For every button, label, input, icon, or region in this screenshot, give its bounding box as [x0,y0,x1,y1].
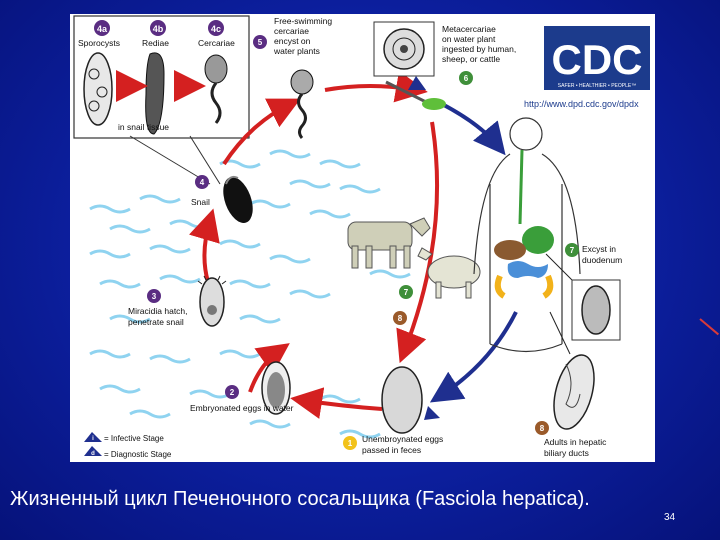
stage-4-label: Snail [191,197,210,207]
stage-7-badge-text: 7 [570,246,575,255]
arrow-human-to-feces [440,312,516,396]
stage-4-badge-text: 4 [200,178,205,187]
stage-7-label-line: Excyst in [582,244,616,254]
free-swimming-cercaria-image [291,70,313,138]
cdc-logo: CDC SAFER • HEALTHIER • PEOPLE™ [544,26,650,90]
stage-4c-label: Cercariae [198,38,235,48]
stage-2-badge-text: 2 [230,388,235,397]
water-plant-leaf [422,98,446,110]
stage-7-label-line: duodenum [582,255,622,265]
host-stage-8-badge-text: 8 [398,314,403,323]
slide-caption: Жизненный цикл Печеночного сосальщика (F… [10,488,710,511]
stage-5-label-line: encyst on [274,36,311,46]
legend-diagnostic-symbol-text: d [91,451,95,457]
stage-3-label: Miracidia hatch, penetrate snail [128,306,190,327]
snail-tissue-inset: 4a Sporocysts 4b Rediae 4c Cercariae in … [74,16,249,184]
stage-3-label-line: Miracidia hatch, [128,306,188,316]
snail-image [218,173,259,227]
stage-2-label: Embryonated eggs in water [190,403,294,413]
in-snail-tissue-label: in snail tissue [118,122,169,132]
water-waves [90,151,410,437]
cattle-image [348,218,430,268]
stage-8-badge-text: 8 [540,424,545,433]
life-cycle-figure: 4a Sporocysts 4b Rediae 4c Cercariae in … [70,14,655,462]
stage-5-badge-text: 5 [258,38,263,47]
cdc-url: http://www.dpd.cdc.gov/dpdx [524,99,639,109]
stage-5-label: Free-swimming cercariae encyst on water … [273,16,334,56]
host-stage-7-badge-text: 7 [404,288,409,297]
legend: i = Infective Stage d = Diagnostic Stage [84,432,172,459]
legend-diagnostic-label: = Diagnostic Stage [104,450,172,459]
unembryonated-egg-image [382,367,422,433]
miracidium-image [198,276,226,326]
stage-8-label-line: Adults in hepatic [544,437,607,447]
stage-6-label-line: on water plant [442,34,496,44]
stage-4b-label: Rediae [142,38,169,48]
diagnostic-stage-marker [424,406,440,420]
metacercaria-image [374,22,434,76]
cdc-tagline: SAFER • HEALTHIER • PEOPLE™ [558,83,636,89]
stage-5-label-line: cercariae [274,26,309,36]
adult-fluke-image [547,351,601,434]
stage-8-label-line: biliary ducts [544,448,589,458]
stage-3-badge-text: 3 [152,292,157,301]
cercaria-image [205,55,227,83]
stage-4a-badge-text: 4a [97,24,108,34]
cdc-logo-text: CDC [552,36,643,83]
stage-6-badge-text: 6 [464,74,469,83]
stage-5-label-line: water plants [273,46,320,56]
slide-number: 34 [664,512,675,523]
arrow-3-to-4 [204,220,210,282]
life-cycle-diagram: 4a Sporocysts 4b Rediae 4c Cercariae in … [70,14,655,462]
digestive-organs [494,150,554,296]
arrow-ingestion [442,104,498,146]
legend-infective-label: = Infective Stage [104,434,164,443]
stage-3-label-line: penetrate snail [128,317,184,327]
stage-4c-badge-text: 4c [211,24,221,34]
stage-6-label-line: sheep, or cattle [442,54,500,64]
stage-5-label-line: Free-swimming [274,16,332,26]
stage-4a-label: Sporocysts [78,38,120,48]
stage-1-label-line: passed in feces [362,445,421,455]
stage-6-label-line: Metacercariae [442,24,496,34]
stage-1-label-line: Unembroynated eggs [362,434,443,444]
stage-6-label-line: ingested by human, [442,44,516,54]
stage-7-label: Excyst in duodenum [582,244,622,265]
stage-1-label: Unembroynated eggs passed in feces [362,434,446,455]
stage-1-badge-text: 1 [348,439,353,448]
infective-stage-marker [408,76,426,90]
stage-4b-badge-text: 4b [153,24,164,34]
stage-8-label: Adults in hepatic biliary ducts [544,437,609,458]
stage-6-label: Metacercariae on water plant ingested by… [442,24,519,64]
excysted-metacercaria-image [582,286,610,334]
